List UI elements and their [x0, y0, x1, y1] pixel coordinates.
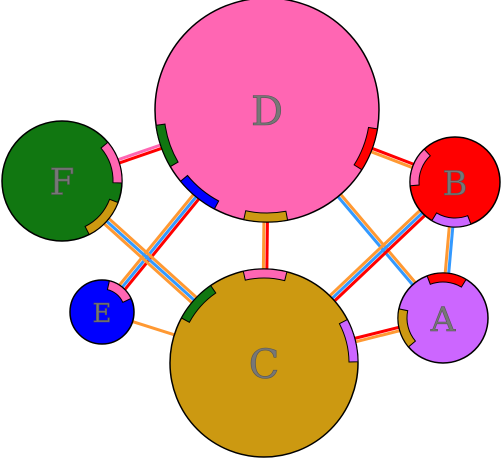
port-b-a: [431, 212, 472, 228]
port-b-d: [409, 148, 432, 187]
edge-strand: [339, 193, 417, 284]
ports-layer: [84, 123, 472, 363]
labels-layer: A B C D E F: [49, 89, 468, 389]
edge-strand: [370, 150, 413, 169]
edge-strand: [333, 214, 426, 302]
port-e-d: [106, 280, 132, 303]
edge-strand: [121, 195, 198, 289]
edge-strand: [336, 195, 414, 286]
edge-D-C: [261, 221, 269, 270]
edge-D-F: [117, 143, 163, 165]
edge-C-A: [354, 325, 401, 344]
port-d-c: [243, 210, 289, 223]
port-d-f: [155, 123, 179, 168]
port-a-c: [397, 308, 417, 348]
edges-layer: [103, 143, 455, 344]
node-label-b: B: [443, 164, 468, 204]
edge-strand: [117, 143, 162, 162]
edge-strand: [118, 146, 163, 165]
port-d-e: [179, 174, 220, 210]
port-f-d: [100, 141, 123, 184]
edge-strand: [105, 220, 196, 302]
port-f-c: [84, 198, 119, 236]
node-label-d: D: [251, 89, 283, 135]
edge-E-C: [132, 320, 175, 337]
edge-strand: [371, 147, 415, 166]
node-label-c: C: [249, 342, 280, 388]
edge-strand: [123, 198, 201, 291]
edge-strand: [261, 221, 266, 270]
edge-strand: [331, 211, 424, 300]
edge-D-B: [370, 147, 415, 169]
port-c-a: [338, 318, 359, 363]
edge-F-C: [103, 217, 198, 304]
node-label-a: A: [430, 300, 456, 340]
edge-strand: [107, 217, 198, 299]
node-label-f: F: [50, 163, 75, 204]
edge-strand: [103, 222, 193, 304]
port-c-d: [242, 268, 288, 282]
edge-strand: [132, 320, 175, 337]
edge-strand: [354, 325, 400, 340]
edge-B-C: [328, 209, 426, 302]
edge-strand: [328, 209, 421, 297]
edge-strand: [443, 226, 451, 274]
edge-D-A: [336, 193, 417, 286]
port-d-b: [353, 126, 378, 171]
node-label-e: E: [93, 299, 112, 329]
edge-B-A: [443, 226, 455, 274]
port-c-f: [180, 284, 217, 323]
edge-D-E: [118, 193, 201, 291]
edge-strand: [265, 221, 269, 270]
edge-strand: [447, 226, 455, 274]
edge-strand: [118, 193, 195, 286]
edge-strand: [355, 329, 401, 344]
port-a-b: [426, 272, 467, 288]
